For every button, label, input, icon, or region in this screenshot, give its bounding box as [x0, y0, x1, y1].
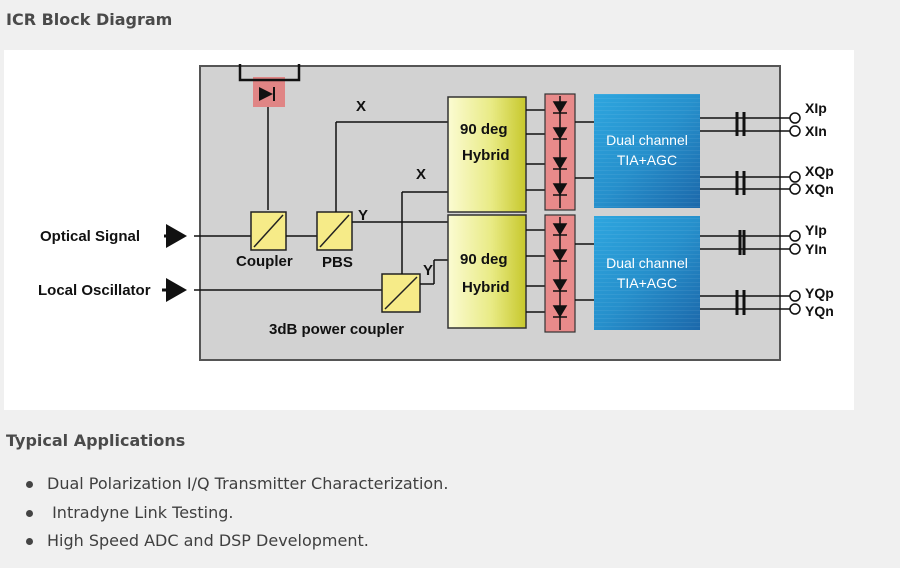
hybrid-bottom-line2: Hybrid [462, 279, 510, 296]
output-label-xin: XIn [805, 123, 827, 139]
hybrid-top-line2: Hybrid [462, 147, 510, 164]
hybrid-top-line1: 90 deg [460, 121, 508, 138]
list-item: Dual Polarization I/Q Transmitter Charac… [0, 470, 448, 499]
hybrid-bottom [447, 214, 527, 329]
output-label-yip: YIp [805, 222, 827, 238]
list-item-text: High Speed ADC and DSP Development. [47, 531, 369, 550]
hybrid-top [447, 96, 527, 213]
diagram-svg: Optical Signal Local Oscillator Coupler … [38, 64, 834, 361]
path-label-x-top: X [356, 98, 366, 115]
output-label-yqp: YQp [805, 285, 834, 301]
applications-title: Typical Applications [6, 431, 186, 450]
output-label-xip: XIp [805, 100, 827, 116]
output-label-yin: YIn [805, 241, 827, 257]
tia-top-line2: TIA+AGC [617, 152, 677, 168]
list-item-text: Dual Polarization I/Q Transmitter Charac… [47, 474, 449, 493]
power-coupler-label: 3dB power coupler [269, 321, 404, 338]
bullet-icon [26, 481, 33, 488]
pbs-label: PBS [322, 254, 353, 271]
list-item: High Speed ADC and DSP Development. [0, 527, 448, 556]
tia-bottom-line1: Dual channel [606, 255, 688, 271]
path-label-y-pbs: Y [358, 207, 368, 224]
local-oscillator-label: Local Oscillator [38, 282, 151, 299]
output-label-xqp: XQp [805, 163, 834, 179]
output-label-yqn: YQn [805, 303, 834, 319]
bullet-icon [26, 509, 33, 517]
optical-signal-label: Optical Signal [40, 228, 140, 245]
list-item-text: Intradyne Link Testing. [47, 502, 234, 522]
tia-top-line1: Dual channel [606, 132, 688, 148]
output-label-xqn: XQn [805, 181, 834, 197]
bullet-icon [26, 538, 33, 545]
hybrid-bottom-line1: 90 deg [460, 251, 508, 268]
path-label-x-mid: X [416, 166, 426, 183]
list-item: Intradyne Link Testing. [0, 499, 448, 528]
coupler-label: Coupler [236, 253, 293, 270]
applications-list: Dual Polarization I/Q Transmitter Charac… [0, 470, 448, 556]
icr-block-diagram: Optical Signal Local Oscillator Coupler … [4, 50, 854, 410]
section-title: ICR Block Diagram [6, 10, 173, 29]
path-label-y-lo: Y [423, 262, 433, 279]
tia-bottom-line2: TIA+AGC [617, 275, 677, 291]
